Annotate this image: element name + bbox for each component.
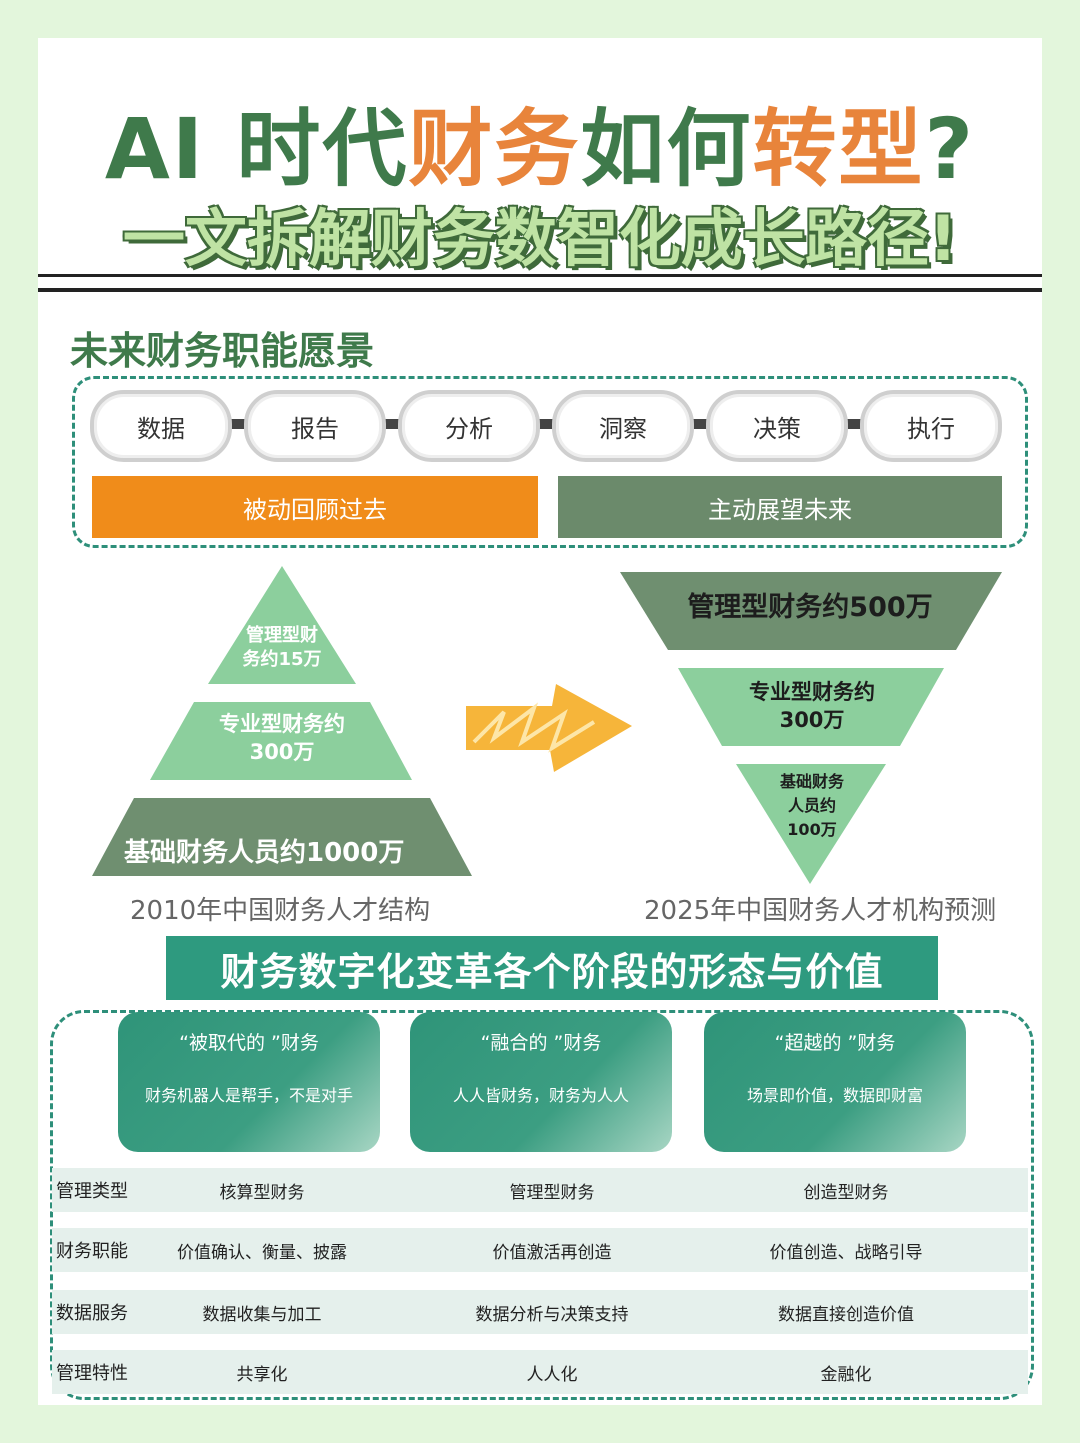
- pyramid-2010-middle-label: 专业型财务约 300万: [219, 712, 345, 765]
- title-part-ai-era: AI 时代: [104, 100, 409, 198]
- chain-connector: [656, 419, 736, 429]
- poster-card: AI 时代财务如何转型? 一文拆解财务数智化成长路径! 未来财务职能愿景 数据 …: [38, 38, 1042, 1405]
- page-title: AI 时代财务如何转型?: [38, 82, 1042, 203]
- chain-link-insight: 洞察: [552, 390, 694, 462]
- caption-2010: 2010年中国财务人才结构: [130, 896, 431, 926]
- row-header: 数据服务: [56, 1303, 128, 1324]
- chain-connector: [348, 419, 428, 429]
- title-part-transform: 转型: [752, 100, 925, 198]
- title-part-how: 如何: [580, 100, 753, 198]
- table-row: 管理类型 核算型财务 管理型财务 创造型财务: [52, 1168, 1028, 1212]
- chain-connector: [502, 419, 582, 429]
- vision-title: 未来财务职能愿景: [70, 329, 375, 373]
- row-cell: 数据收集与加工: [202, 1304, 322, 1325]
- table-row: 财务职能 价值确认、衡量、披露 价值激活再创造 价值创造、战略引导: [52, 1228, 1028, 1272]
- chain-link-data: 数据: [90, 390, 232, 462]
- pyramid-2025-bottom: [736, 764, 886, 884]
- chain-link-execution: 执行: [860, 390, 1002, 462]
- stages-frame: [50, 1010, 1034, 1400]
- row-cell: 数据分析与决策支持: [475, 1304, 629, 1325]
- divider-top: [38, 274, 1042, 277]
- row-cell: 价值创造、战略引导: [769, 1242, 923, 1263]
- arrow-right-icon: [466, 684, 632, 772]
- row-cell: 人人化: [526, 1364, 578, 1385]
- stage-card-transcendent: “超越的 ”财务 场景即价值，数据即财富: [704, 1012, 966, 1152]
- row-cell: 数据直接创造价值: [778, 1304, 914, 1325]
- pyramid-2025: [620, 572, 1002, 884]
- table-row: 数据服务 数据收集与加工 数据分析与决策支持 数据直接创造价值: [52, 1290, 1028, 1334]
- row-cell: 价值确认、衡量、披露: [177, 1242, 347, 1263]
- pyramid-2010-middle: [150, 702, 412, 780]
- band-proactive: 主动展望未来: [558, 476, 1002, 538]
- row-cell: 共享化: [236, 1364, 288, 1385]
- pyramid-2010-top: [208, 566, 356, 684]
- pyramid-2010-top-label: 管理型财 务约15万: [242, 625, 322, 671]
- chain-connector: [194, 419, 274, 429]
- caption-2025: 2025年中国财务人才机构预测: [644, 896, 997, 926]
- page-subtitle: 一文拆解财务数智化成长路径!: [122, 202, 958, 275]
- pyramid-2010-bottom-label: 基础财务人员约1000万: [124, 838, 405, 868]
- pyramid-2025-top-label: 管理型财务约500万: [687, 592, 933, 623]
- stage-card-replaced: “被取代的 ”财务 财务机器人是帮手，不是对手: [118, 1012, 380, 1152]
- vision-frame: [72, 376, 1028, 548]
- row-cell: 创造型财务: [803, 1182, 889, 1203]
- stage-card-integrated: “融合的 ”财务 人人皆财务，财务为人人: [410, 1012, 672, 1152]
- title-part-question: ?: [924, 100, 976, 198]
- pyramid-2025-middle-label: 专业型财务约 300万: [749, 680, 875, 733]
- chain-connector: [810, 419, 890, 429]
- chain-link-report: 报告: [244, 390, 386, 462]
- row-cell: 管理型财务: [509, 1182, 595, 1203]
- title-part-finance: 财务: [408, 100, 581, 198]
- stages-banner: 财务数字化变革各个阶段的形态与价值: [166, 936, 938, 1000]
- row-header: 管理特性: [56, 1363, 128, 1384]
- row-header: 财务职能: [56, 1241, 128, 1262]
- table-row: 管理特性 共享化 人人化 金融化: [52, 1350, 1028, 1394]
- divider-bottom: [38, 288, 1042, 292]
- pyramid-2010: [92, 566, 472, 876]
- chain-link-analysis: 分析: [398, 390, 540, 462]
- row-cell: 金融化: [820, 1364, 872, 1385]
- pyramid-2025-top: [620, 572, 1002, 650]
- chain-link-decision: 决策: [706, 390, 848, 462]
- vision-chain: 数据 报告 分析 洞察 决策 执行: [90, 390, 1004, 462]
- row-header: 管理类型: [56, 1181, 128, 1202]
- band-passive: 被动回顾过去: [92, 476, 538, 538]
- row-cell: 价值激活再创造: [492, 1242, 612, 1263]
- pyramid-2025-middle: [678, 668, 944, 746]
- row-cell: 核算型财务: [219, 1182, 305, 1203]
- pyramid-2010-bottom: [92, 798, 472, 876]
- pyramid-2025-bottom-label: 基础财务 人员约 100万: [779, 772, 844, 839]
